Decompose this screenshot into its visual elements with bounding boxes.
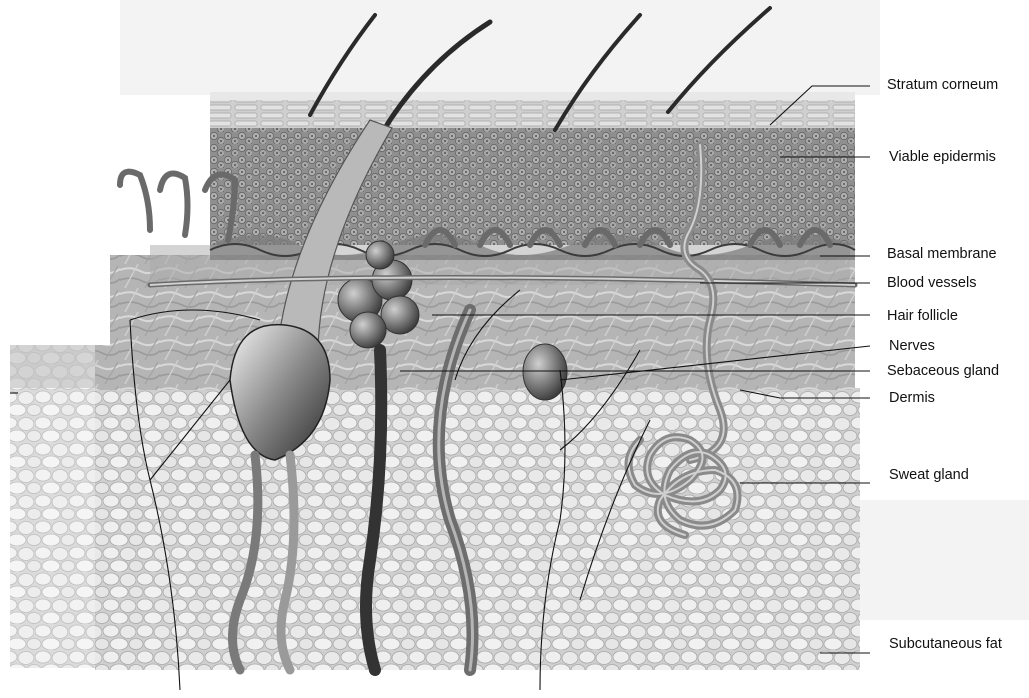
label-dermis: Dermis: [889, 391, 935, 406]
label-subcutaneous-fat: Subcutaneous fat: [889, 637, 1002, 652]
label-nerves: Nerves: [889, 339, 935, 354]
dermis-layer: [95, 245, 855, 390]
label-hair-follicle: Hair follicle: [887, 309, 958, 324]
label-sweat-gland: Sweat gland: [889, 468, 969, 483]
label-blood-vessels: Blood vessels: [887, 276, 976, 291]
label-stratum-corneum: Stratum corneum: [887, 78, 998, 93]
label-basal-membrane: Basal membrane: [887, 247, 997, 262]
stratum-corneum-layer: [210, 92, 855, 128]
label-viable-epidermis: Viable epidermis: [889, 150, 996, 165]
label-sebaceous-gland: Sebaceous gland: [887, 364, 999, 379]
